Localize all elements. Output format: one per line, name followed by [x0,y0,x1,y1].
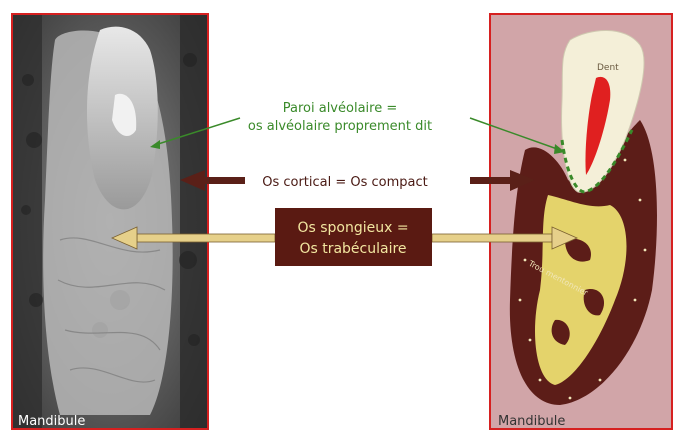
paroi-label-line2: os alvéolaire proprement dit [248,119,432,134]
spongieux-arrow-right-shaft [432,234,552,242]
left-panel-caption: Mandibule [18,414,85,429]
spongieux-label-line2: Os trabéculaire [299,241,406,257]
micrograph-right-edge [180,14,208,429]
cortical-arrow-left-shaft [205,177,245,184]
spongieux-arrow-left-shaft [137,234,275,242]
os-cortical-group: Os cortical = Os compact [180,170,535,191]
right-schematic-panel: Dent Trou mentonnier Mandibule [490,14,672,429]
tooth-label: Dent [597,63,619,73]
left-micrograph-panel: Mandibule [12,14,208,429]
cortical-label: Os cortical = Os compact [262,175,428,190]
spongieux-label-line1: Os spongieux = [297,220,408,236]
paroi-label-line1: Paroi alvéolaire = [283,101,397,116]
cortical-arrow-right-shaft [470,177,510,184]
right-panel-caption: Mandibule [498,414,565,429]
spongieux-label-box [275,208,432,266]
